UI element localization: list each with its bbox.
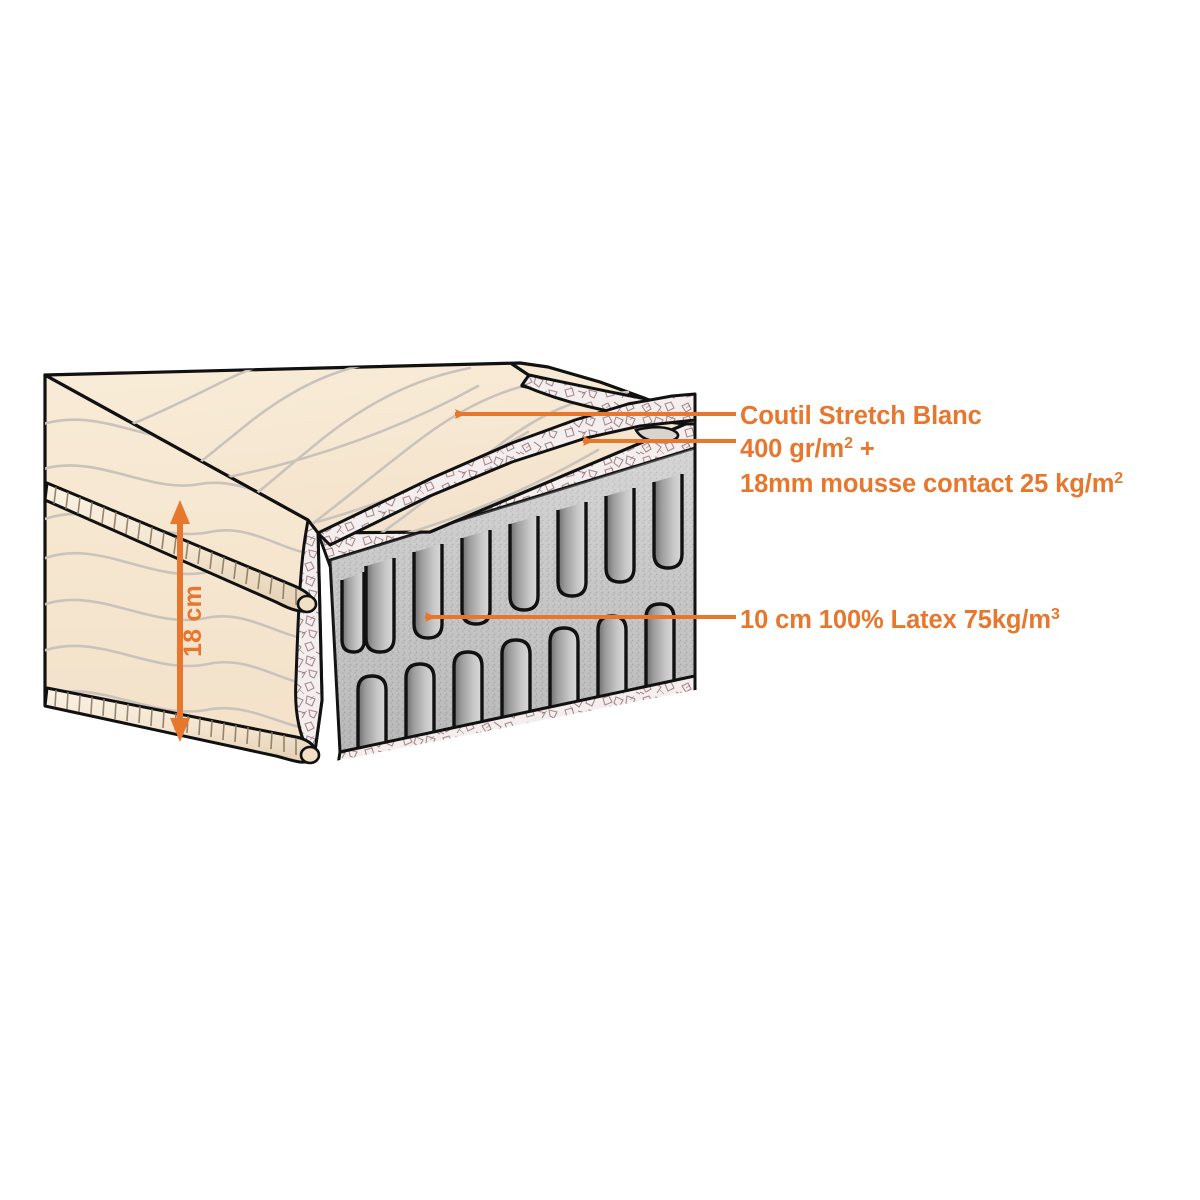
latex-slot [548,626,580,718]
foam-band-front [316,392,697,547]
latex-slot [364,558,396,654]
dimension-arrowhead-top [170,500,190,524]
peeled-contact-foam-wedge [294,373,697,760]
callout-superscript: 2 [844,435,853,452]
callout-leaders [425,409,736,622]
welt-cord-end-top [296,594,318,614]
latex-slot [652,474,684,570]
callout-grammage: 400 gr/m2 + [740,435,875,463]
latex-slot [500,638,532,730]
latex-core-slab [316,418,697,762]
dimension-arrowhead-bottom [170,718,190,742]
welt-stitching-bottom [54,689,297,755]
latex-slot [604,488,636,584]
callout-line-text: 10 cm 100% Latex 75kg/m [740,606,1051,634]
callout-contact-foam: 18mm mousse contact 25 kg/m2 [740,470,1123,498]
latex-slot [556,502,588,598]
callout-line-text: 400 gr/m [740,435,844,463]
callout-line-suffix: + [853,435,875,463]
callout-superscript: 2 [1114,470,1123,487]
latex-slot [404,662,436,754]
dimension-label: 18 cm [179,585,207,657]
latex-slot [460,530,492,626]
latex-slot [452,650,484,742]
callout-line-text: Coutil Stretch Blanc [740,402,982,430]
callout-line-text: 18mm mousse contact 25 kg/m [740,470,1114,498]
latex-slot [340,572,366,654]
callout-coutil-stretch-blanc: Coutil Stretch Blanc [740,402,982,430]
welt-cord-end-bottom [299,745,321,765]
latex-slot [412,544,444,640]
callout-labels: Coutil Stretch Blanc 400 gr/m2 + 18mm mo… [740,402,1123,634]
latex-slot [644,602,676,694]
callout-latex-core: 10 cm 100% Latex 75kg/m3 [740,606,1060,634]
callout-superscript: 3 [1051,606,1060,623]
latex-slot-row-bottom [356,602,676,757]
welt-stitching-top [53,486,297,605]
mattress-height-dimension: 18 cm [170,500,207,742]
latex-slot [508,516,540,612]
